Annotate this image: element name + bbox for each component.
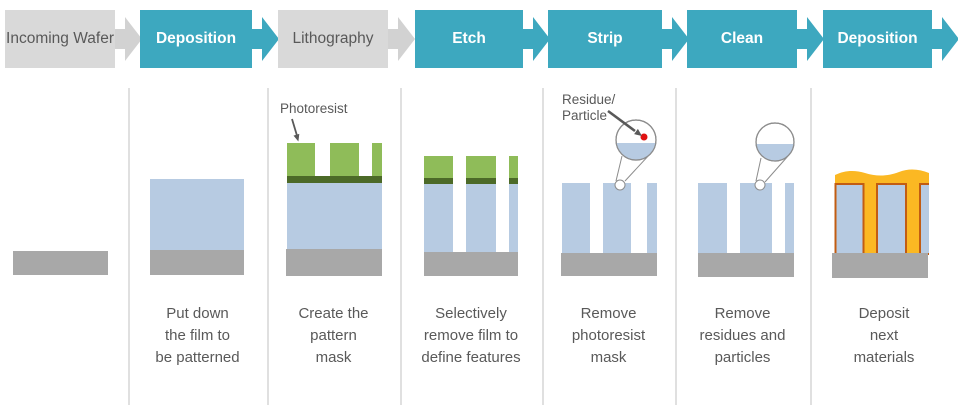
flow-step-etch: Etch (415, 10, 523, 68)
flow-step-label: Lithography (292, 30, 374, 48)
flow-step-deposition-1: Deposition (140, 10, 252, 68)
caption-line: Remove (580, 305, 637, 322)
caption-strip: Remove photoresist mask (542, 303, 675, 369)
residue-dot (640, 133, 648, 141)
film-layer (150, 179, 244, 250)
caption-line: Deposit (858, 305, 910, 322)
substrate-layer (698, 253, 794, 277)
caption-deposition-1: Put down the film to be patterned (128, 303, 267, 369)
caption-line: residues and (699, 327, 786, 344)
substrate-layer (286, 249, 382, 276)
column-divider (675, 88, 677, 405)
film-pillar (466, 184, 496, 252)
caption-line: Put down (166, 305, 229, 322)
caption-etch: Selectively remove film to define featur… (400, 303, 542, 369)
caption-deposition-2: Deposit next materials (810, 303, 958, 369)
flow-step-strip: Strip (548, 10, 662, 68)
flow-step-label: Deposition (837, 30, 918, 48)
flow-step-lithography: Lithography (278, 10, 388, 68)
column-divider (810, 88, 812, 405)
film-pillar (785, 183, 794, 253)
film-pillar (919, 183, 929, 255)
deposition-diagram (832, 169, 929, 278)
photoresist-block (509, 156, 518, 178)
caption-line: Create the (298, 305, 369, 322)
film-pillar (740, 183, 772, 253)
column-divider (400, 88, 402, 405)
film-pillar (647, 183, 657, 253)
substrate-layer (150, 250, 244, 275)
film-pillar (603, 183, 631, 253)
caption-line: Selectively (435, 305, 507, 322)
hardmask-layer (287, 176, 382, 183)
caption-line: mask (590, 349, 627, 366)
photoresist-block (372, 143, 382, 176)
flow-arrow-icon (520, 17, 550, 61)
flow-step-clean: Clean (687, 10, 797, 68)
annotation-arrow-icon (291, 118, 300, 142)
flow-arrow-icon (794, 17, 824, 61)
flow-step-label: Etch (452, 30, 486, 48)
caption-line: materials (853, 349, 915, 366)
substrate-layer (13, 251, 108, 275)
substrate-layer (424, 252, 518, 276)
film-pillar (424, 184, 453, 252)
residue-particle-label: Residue/ Particle (562, 92, 616, 123)
flow-step-label: Strip (587, 30, 623, 48)
substrate-layer (832, 253, 928, 278)
photoresist-label: Photoresist (280, 101, 348, 116)
photoresist-block (330, 143, 359, 176)
flow-arrow-icon (929, 17, 958, 61)
flow-step-label: Incoming Wafer (6, 30, 114, 48)
hardmask-layer (466, 178, 496, 184)
photoresist-block (466, 156, 496, 178)
substrate-layer (561, 253, 657, 276)
magnifier-residue-icon (614, 119, 657, 191)
hardmask-layer (424, 178, 453, 184)
film-pillar (698, 183, 727, 253)
caption-line: particles (714, 349, 771, 366)
caption-line: pattern (310, 327, 357, 344)
caption-line: Remove (714, 305, 771, 322)
caption-line: mask (315, 349, 352, 366)
annotation-arrow-icon (607, 109, 642, 136)
flow-step-incoming-wafer: Incoming Wafer (5, 10, 115, 68)
caption-line: be patterned (155, 349, 240, 366)
column-divider (128, 88, 130, 405)
hardmask-layer (509, 178, 518, 184)
flow-step-deposition-2: Deposition (823, 10, 932, 68)
caption-line: next (869, 327, 899, 344)
column-divider (267, 88, 269, 405)
photoresist-block (424, 156, 453, 178)
film-pillar (834, 183, 865, 255)
caption-line: photoresist (571, 327, 646, 344)
flow-arrow-icon (659, 17, 689, 61)
caption-clean: Remove residues and particles (675, 303, 810, 369)
caption-line: define features (421, 349, 521, 366)
flow-arrow-icon (249, 17, 279, 61)
magnifier-clean-icon (754, 122, 795, 191)
film-pillar (509, 184, 518, 252)
film-pillar (562, 183, 590, 253)
caption-line: remove film to (423, 327, 519, 344)
column-divider (542, 88, 544, 405)
flow-step-label: Deposition (155, 30, 237, 48)
film-pillar (876, 183, 907, 255)
flow-arrow-icon (385, 17, 415, 61)
caption-line: the film to (164, 327, 231, 344)
flow-step-label: Clean (720, 30, 764, 48)
photoresist-block (287, 143, 315, 176)
flow-arrow-icon (112, 17, 142, 61)
caption-lithography: Create the pattern mask (267, 303, 400, 369)
film-layer (287, 183, 382, 249)
